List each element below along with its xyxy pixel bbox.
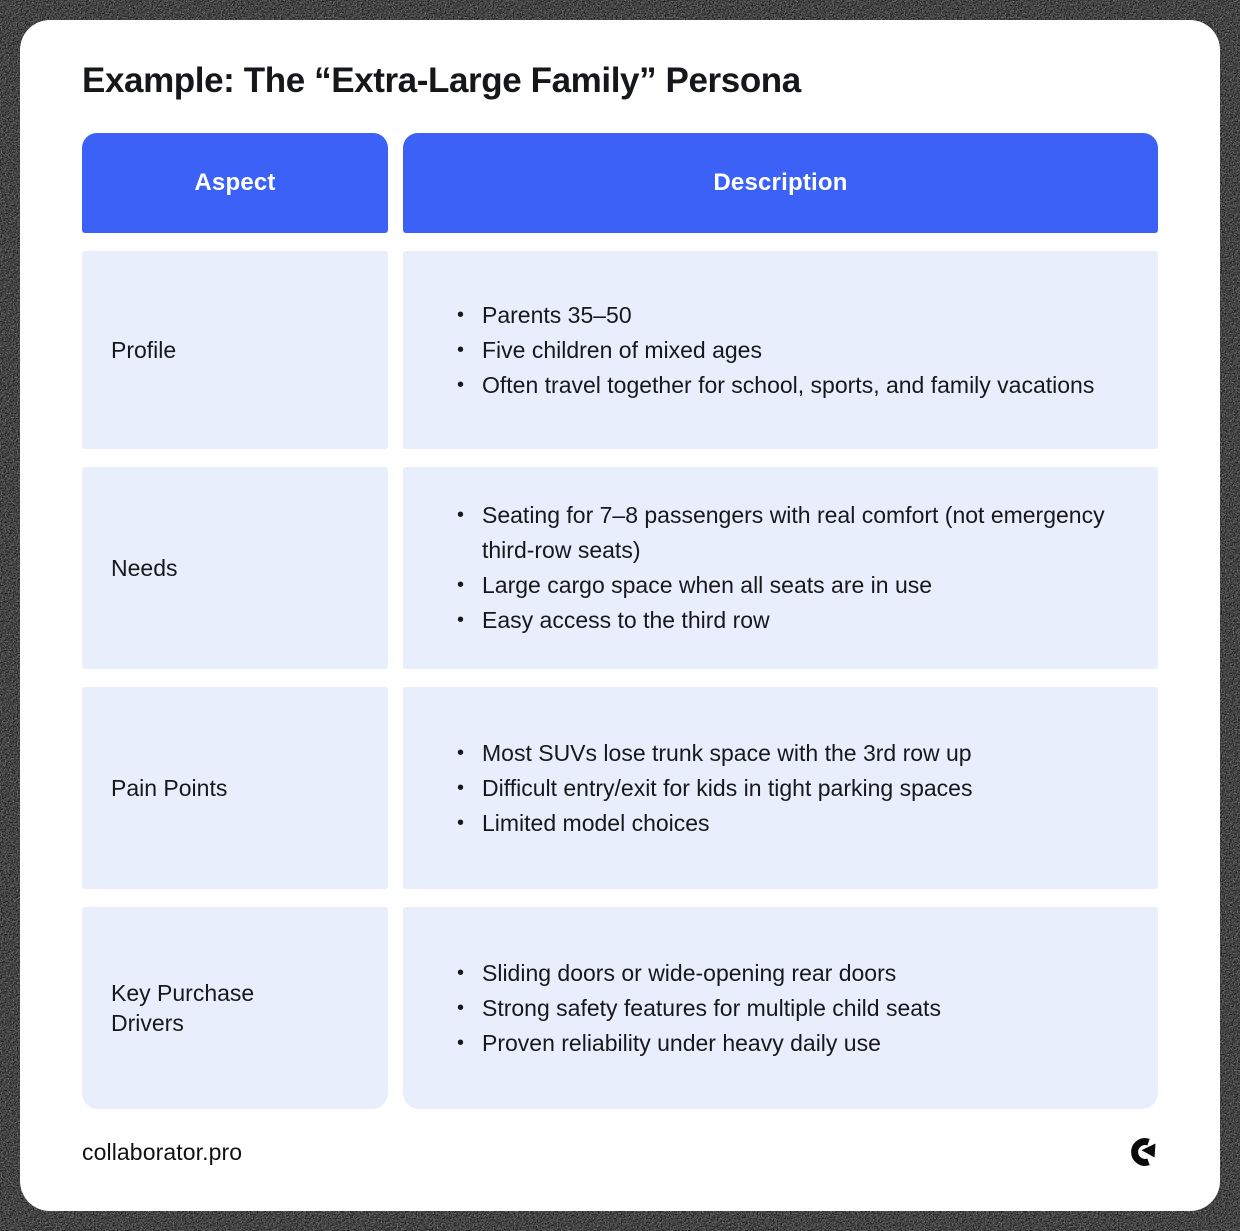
aspect-cell-profile: Profile bbox=[82, 251, 388, 449]
bullet-list: Sliding doors or wide-opening rear doors… bbox=[403, 930, 1158, 1087]
bullet-item: Sliding doors or wide-opening rear doors bbox=[457, 956, 1124, 991]
bullet-list: Seating for 7–8 passengers with real com… bbox=[403, 472, 1158, 664]
bullet-list: Parents 35–50Five children of mixed ages… bbox=[403, 272, 1158, 429]
bullet-item: Proven reliability under heavy daily use bbox=[457, 1026, 1124, 1061]
aspect-cell-key-purchase-drivers: Key Purchase Drivers bbox=[82, 907, 388, 1109]
bullet-item: Limited model choices bbox=[457, 806, 1124, 841]
aspect-label: Pain Points bbox=[111, 775, 228, 801]
aspect-cell-needs: Needs bbox=[82, 467, 388, 669]
c-arrow-logo-icon bbox=[1131, 1138, 1156, 1166]
bullet-item: Seating for 7–8 passengers with real com… bbox=[457, 498, 1124, 568]
description-cell-profile: Parents 35–50Five children of mixed ages… bbox=[403, 251, 1158, 449]
header-cell-description: Description bbox=[403, 133, 1158, 233]
site-name: collaborator.pro bbox=[82, 1138, 243, 1165]
description-cell-key-purchase-drivers: Sliding doors or wide-opening rear doors… bbox=[403, 907, 1158, 1109]
content-card: Example: The “Extra-Large Family” Person… bbox=[20, 20, 1220, 1211]
aspect-label: Needs bbox=[111, 555, 178, 581]
aspect-label: Key Purchase Drivers bbox=[111, 980, 255, 1036]
bullet-list: Most SUVs lose trunk space with the 3rd … bbox=[403, 710, 1158, 867]
bullet-item: Easy access to the third row bbox=[457, 603, 1124, 638]
header-cell-aspect: Aspect bbox=[82, 133, 388, 233]
bullet-item: Strong safety features for multiple chil… bbox=[457, 991, 1124, 1026]
aspect-cell-pain-points: Pain Points bbox=[82, 687, 388, 889]
description-cell-needs: Seating for 7–8 passengers with real com… bbox=[403, 467, 1158, 669]
bullet-item: Often travel together for school, sports… bbox=[457, 368, 1124, 403]
aspect-label: Profile bbox=[111, 337, 177, 363]
bullet-item: Large cargo space when all seats are in … bbox=[457, 568, 1124, 603]
bullet-item: Five children of mixed ages bbox=[457, 333, 1124, 368]
footer: collaborator.pro bbox=[82, 1135, 1158, 1169]
bullet-item: Most SUVs lose trunk space with the 3rd … bbox=[457, 736, 1124, 771]
bullet-item: Parents 35–50 bbox=[457, 298, 1124, 333]
page-title: Example: The “Extra-Large Family” Person… bbox=[82, 61, 801, 100]
persona-table: Aspect Description Profile Parents 35–50… bbox=[82, 133, 1158, 1109]
bullet-item: Difficult entry/exit for kids in tight p… bbox=[457, 771, 1124, 806]
description-cell-pain-points: Most SUVs lose trunk space with the 3rd … bbox=[403, 687, 1158, 889]
